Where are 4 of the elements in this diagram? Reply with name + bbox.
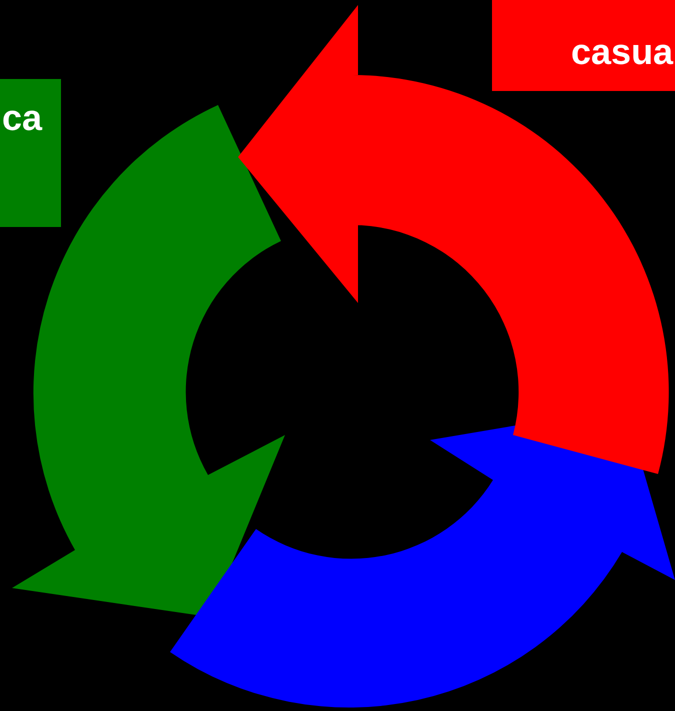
label-box — [0, 79, 61, 227]
label-box — [492, 0, 675, 91]
label-text: ca — [2, 98, 42, 138]
label-text: casua — [571, 32, 674, 72]
